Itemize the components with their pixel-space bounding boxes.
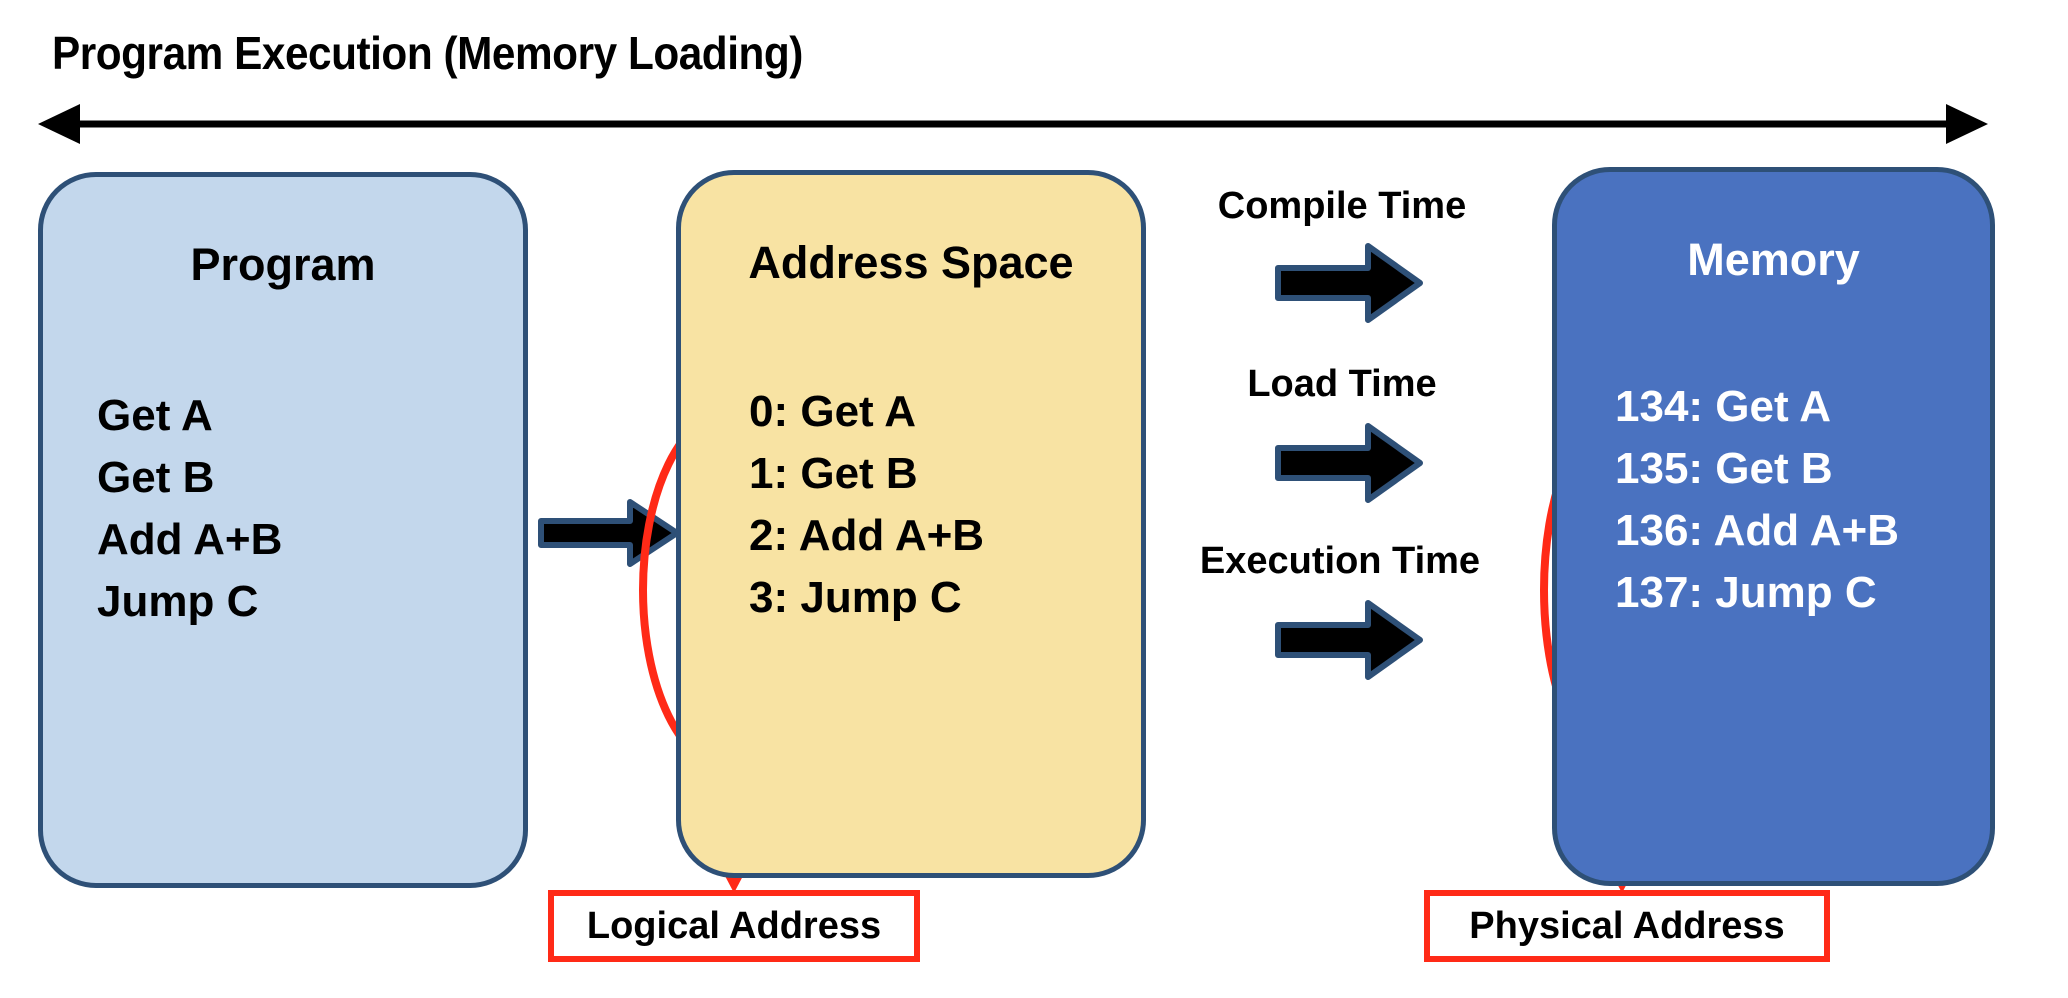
page-title: Program Execution (Memory Loading) [52, 27, 803, 79]
program-instruction-list: Get A Get B Add A+B Jump C [97, 391, 283, 626]
address-space-panel: Address Space 0: Get A 1: Get B 2: Add A… [676, 170, 1146, 878]
memory-instruction-list: 134: Get A 135: Get B 136: Add A+B 137: … [1615, 382, 1900, 617]
program-panel-title: Program [190, 239, 376, 290]
memory-panel: Memory 134: Get A 135: Get B 136: Add A+… [1552, 167, 1995, 886]
right-arrow-execution [1275, 600, 1423, 680]
address-space-instruction-list: 0: Get A 1: Get B 2: Add A+B 3: Jump C [749, 387, 985, 622]
right-arrow-load [1275, 423, 1423, 503]
logical-address-callout: Logical Address [548, 890, 920, 962]
right-arrow-compile [1275, 243, 1423, 323]
memory-panel-title: Memory [1687, 234, 1860, 285]
load-time-label: Load Time [1247, 363, 1437, 405]
program-panel: Program Get A Get B Add A+B Jump C [38, 172, 528, 888]
physical-address-callout: Physical Address [1424, 890, 1830, 962]
bidirectional-timeline-arrow [38, 104, 1988, 144]
arrow-program-to-address-space [538, 499, 680, 567]
compile-time-label: Compile Time [1217, 185, 1467, 227]
execution-time-label: Execution Time [1199, 540, 1481, 582]
address-space-panel-title: Address Space [748, 237, 1074, 288]
